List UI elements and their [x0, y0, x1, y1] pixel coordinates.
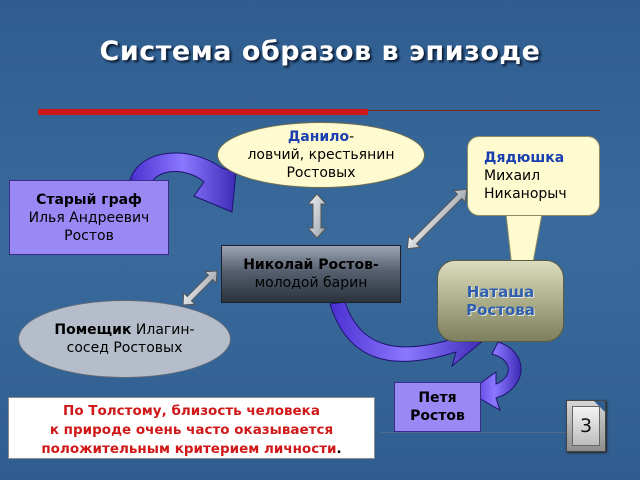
natasha-first-name: Наташа	[466, 283, 535, 301]
slide-title: Система образов в эпизоде	[99, 36, 541, 67]
node-pomeshik: Помещик Илагин- сосед Ростовых	[18, 300, 231, 378]
danilo-name: Данило	[287, 129, 350, 145]
nikolai-name: Николай Ростов-	[243, 257, 379, 273]
quote-period: .	[336, 441, 342, 457]
node-petya: Петя Ростов	[394, 382, 481, 432]
double-arrow-dyadyushka-nikolai	[406, 188, 468, 250]
node-stary-graf: Старый граф Илья Андреевич Ростов	[9, 180, 169, 255]
quote-line-3: положительным критерием личности	[41, 441, 337, 457]
stary-graf-surname: Ростов	[64, 227, 114, 244]
pomeshik-role: сосед Ростовых	[66, 340, 183, 356]
pomeshik-title: Помещик	[54, 322, 132, 338]
dyadyushka-first-name: Михаил	[484, 168, 541, 184]
page-number-label: 3	[572, 406, 600, 446]
double-arrow-danilo-nikolai	[306, 193, 328, 239]
page-corner-icon	[594, 401, 605, 412]
title-underline-thin	[368, 110, 600, 111]
petya-first-name: Петя	[418, 390, 457, 406]
pomeshik-surname: Илагин-	[131, 322, 195, 338]
node-dyadyushka: Дядюшка Михаил Никанорыч	[467, 136, 600, 216]
node-natasha: Наташа Ростова	[437, 260, 564, 342]
nikolai-role: молодой барин	[254, 275, 368, 291]
quote-line-2: к природе очень часто оказывается	[49, 422, 334, 438]
quote-line-1: По Толстому, близость человека	[63, 403, 320, 419]
dyadyushka-name: Дядюшка	[484, 150, 565, 166]
stary-graf-title: Старый граф	[36, 191, 142, 208]
stary-graf-name: Илья Андреевич	[28, 209, 150, 226]
node-nikolai: Николай Ростов- молодой барин	[221, 245, 401, 303]
node-danilo: Данило- ловчий, крестьянин Ростовых	[217, 122, 425, 188]
danilo-dash: -	[349, 129, 355, 145]
petya-surname: Ростов	[410, 408, 465, 424]
page-number-button[interactable]: 3	[566, 400, 606, 452]
natasha-surname: Ростова	[466, 301, 535, 319]
curved-arrow-natasha-to-petya	[467, 341, 522, 412]
double-arrow-nikolai-pomeshik	[182, 270, 218, 306]
quote-box: По Толстому, близость человека к природе…	[8, 397, 375, 459]
curved-arrow-nikolai-to-petya	[329, 301, 485, 368]
dyadyushka-patronymic: Никанорыч	[484, 186, 567, 202]
title-underline-red	[38, 109, 368, 115]
danilo-role: ловчий, крестьянин	[247, 147, 395, 163]
bottom-rule	[380, 432, 580, 433]
danilo-family: Ростовых	[286, 165, 356, 181]
